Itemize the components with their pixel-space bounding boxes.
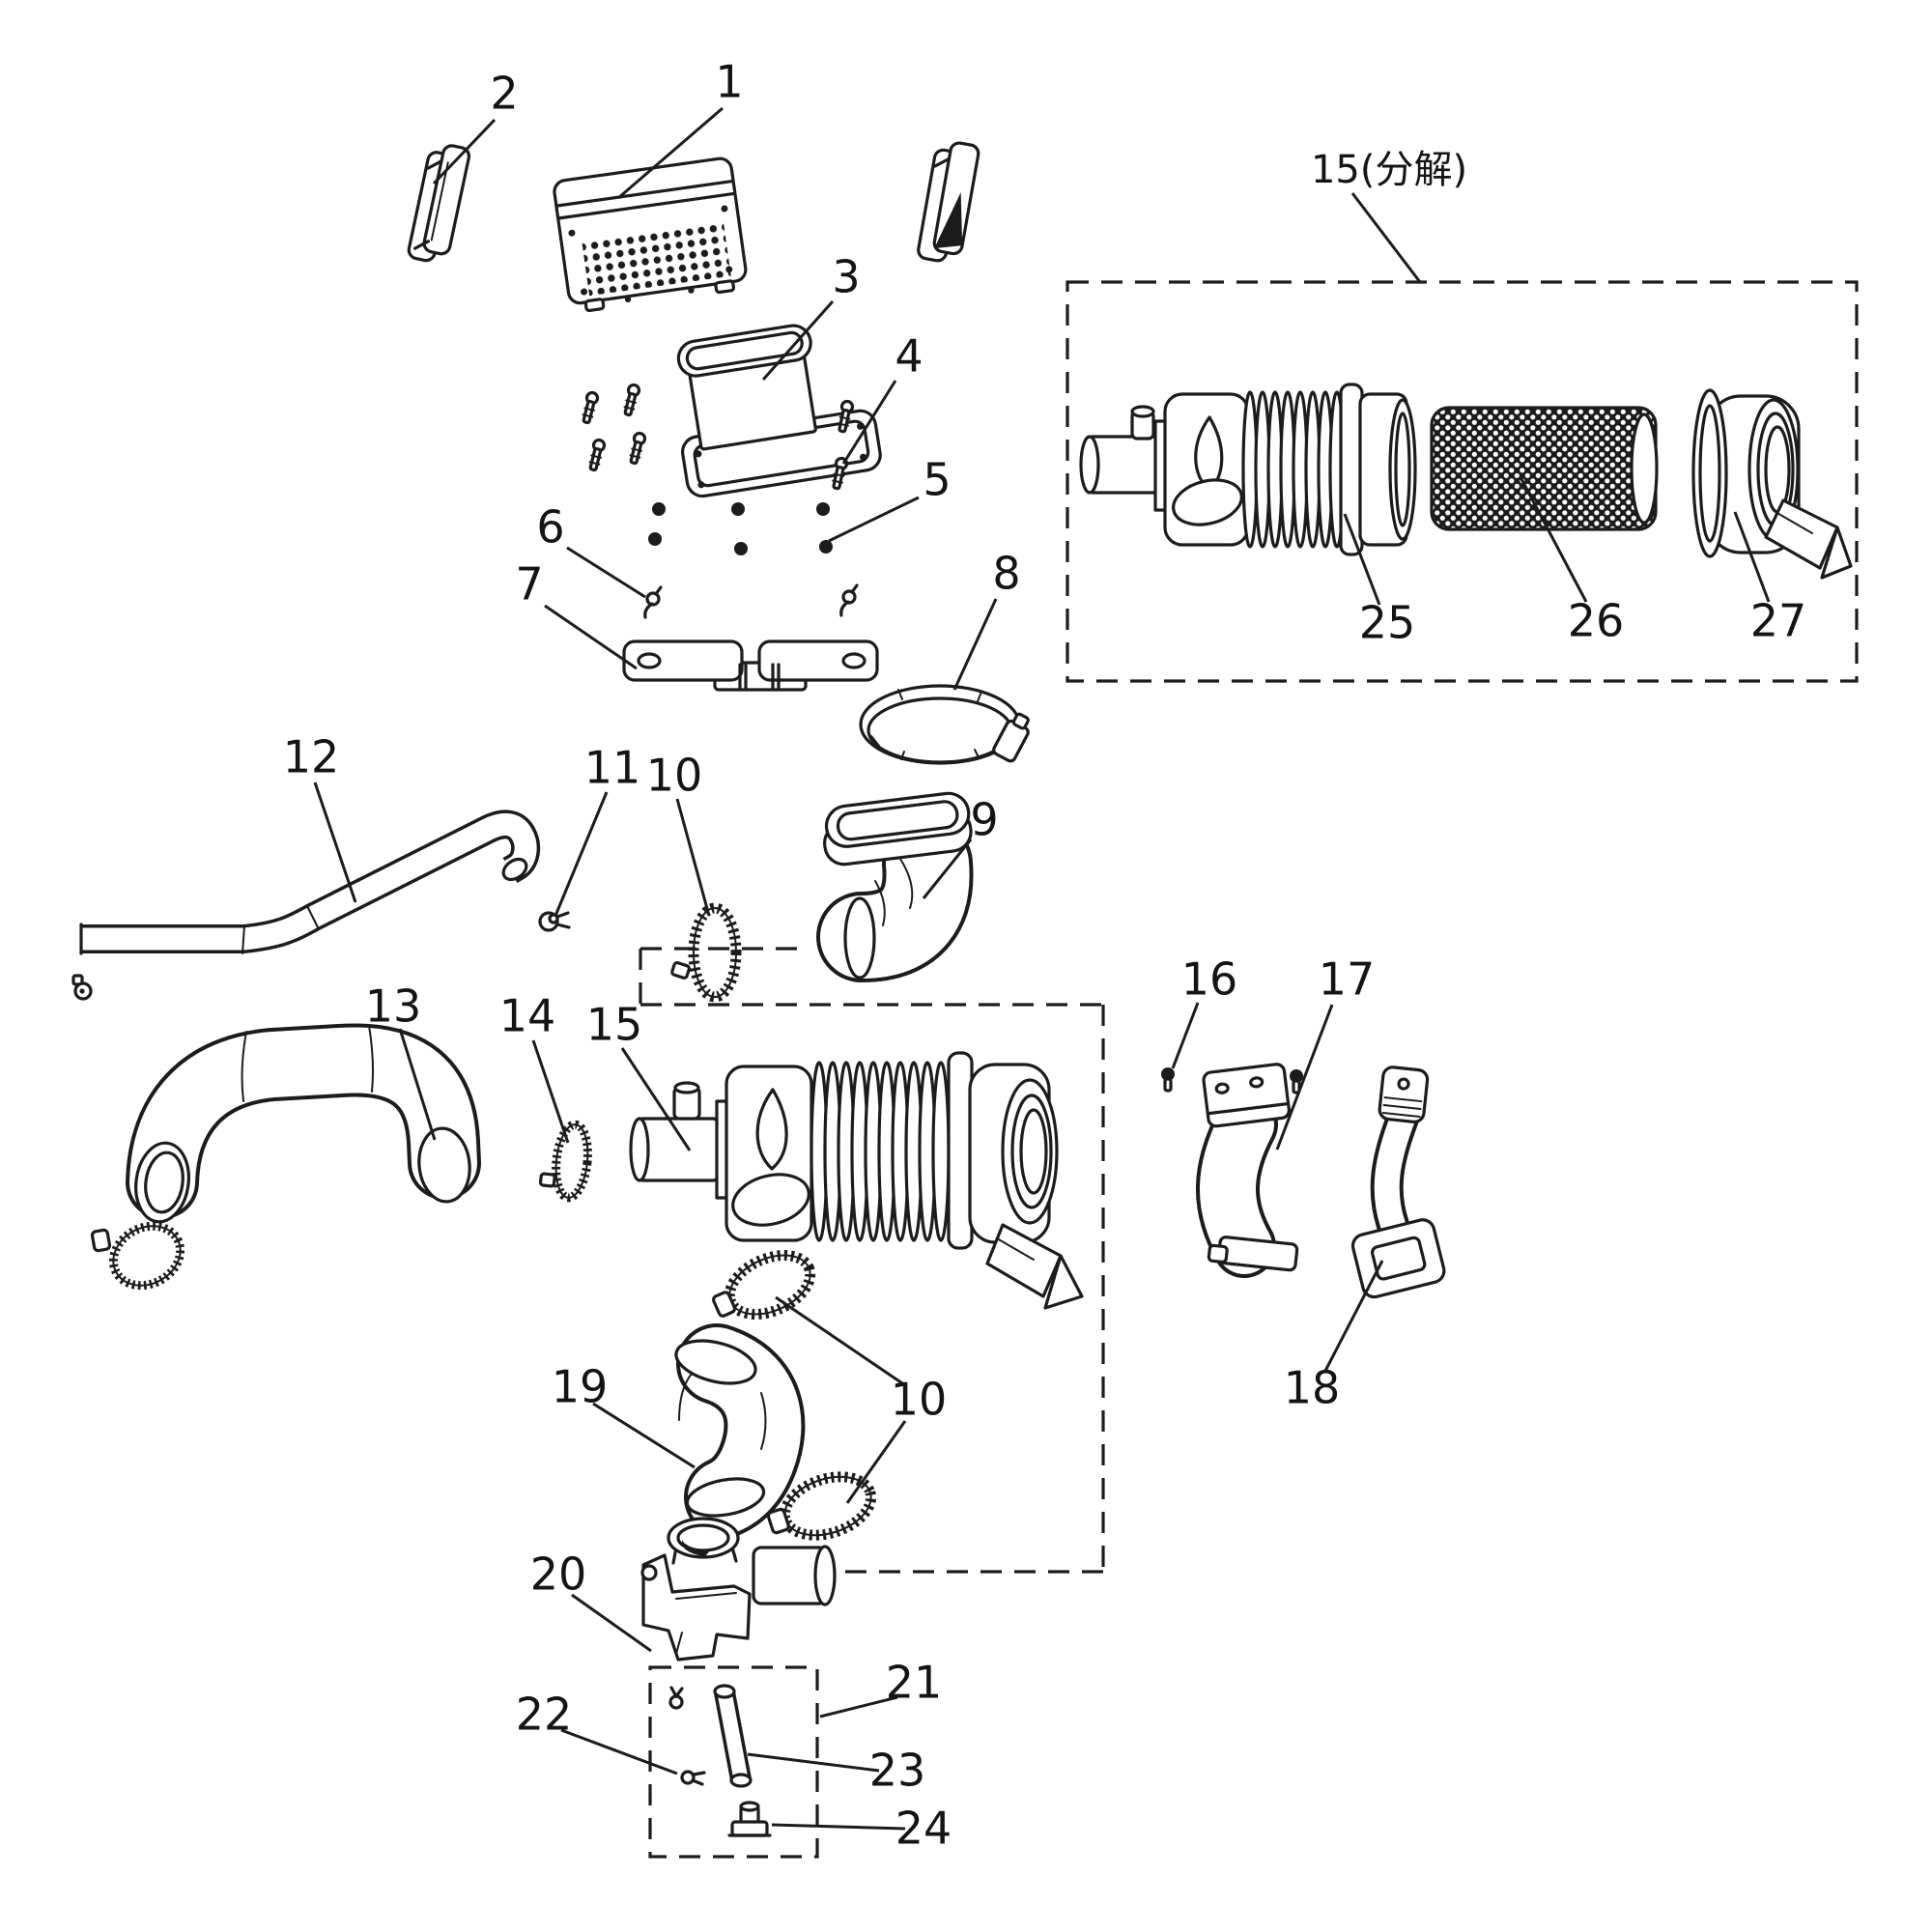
leader-line-4	[841, 380, 897, 465]
callout-label-15: 15	[586, 999, 643, 1051]
leader-line-14	[531, 1039, 570, 1144]
dashed-box-exploded-15	[1065, 280, 1859, 683]
part-6-screws	[643, 583, 859, 619]
part-27-end-cap	[1691, 388, 1853, 580]
part-9-elbow-duct	[816, 791, 974, 982]
part-26-filter-element	[1430, 406, 1659, 531]
leader-line-10	[775, 1295, 906, 1387]
exploded-note-label: 15(分解)	[1311, 148, 1467, 192]
callout-label-17: 17	[1319, 953, 1376, 1006]
leader-line-2	[432, 118, 497, 185]
part-10-hose-clamps	[670, 902, 877, 1541]
hose-clamp-13	[90, 1221, 185, 1291]
part-20-intake-elbow	[640, 1517, 837, 1662]
callout-label-25: 25	[1359, 597, 1416, 649]
callout-label-24: 24	[895, 1803, 952, 1855]
leader-line-18	[1322, 1260, 1384, 1374]
leader-line-1	[617, 106, 724, 200]
leader-line-27	[1733, 511, 1771, 603]
leader-line-10	[675, 798, 711, 917]
callout-label-10: 10	[891, 1374, 948, 1426]
part-5-nuts	[648, 502, 833, 555]
part-12-breather-pipe	[79, 810, 541, 955]
part-15-air-filter-assembly	[629, 1051, 1084, 1310]
part-19-connector-hose	[674, 1323, 806, 1538]
callout-label-26: 26	[1568, 595, 1625, 647]
leader-line-12	[313, 781, 357, 903]
clamp-10-a	[670, 902, 742, 1003]
part-23-drain-tube	[713, 1684, 753, 1788]
part-4-bolts	[582, 383, 855, 491]
part-24-drain-plug	[727, 1801, 772, 1837]
leader-line-13	[398, 1028, 437, 1141]
callout-label-1: 1	[715, 56, 743, 108]
part-7-mounting-bracket	[622, 639, 879, 692]
callout-label-8: 8	[992, 548, 1020, 600]
leader-line-26	[1519, 476, 1588, 603]
leader-line-20	[571, 1593, 652, 1653]
part-17-support-bracket	[1196, 1063, 1299, 1278]
leader-line-19	[592, 1402, 696, 1469]
part-13-intake-hose	[126, 1023, 481, 1224]
part-2-filter-pad	[407, 144, 471, 263]
leader-line-8	[952, 598, 998, 691]
leader-line-16	[1171, 1002, 1200, 1069]
leader-line-24	[771, 1823, 906, 1831]
callout-label-18: 18	[1284, 1362, 1341, 1414]
callout-label-2: 2	[490, 68, 518, 120]
leader-line-17	[1275, 1004, 1334, 1151]
callout-label-16: 16	[1181, 953, 1238, 1006]
callout-label-3: 3	[832, 251, 860, 303]
part-22-clips	[668, 1686, 706, 1786]
leader-line-10	[845, 1420, 907, 1504]
callout-label-11: 11	[584, 742, 641, 794]
leader-line-22	[560, 1728, 678, 1776]
clamp-10-b	[711, 1250, 816, 1320]
part-18-support-strap	[1350, 1065, 1446, 1299]
callout-label-22: 22	[516, 1689, 573, 1741]
callout-label-27: 27	[1750, 595, 1807, 647]
clamp-10-c	[766, 1471, 877, 1541]
callout-label-23: 23	[869, 1745, 926, 1797]
leader-line-note	[1350, 192, 1422, 283]
leader-line-15	[620, 1047, 692, 1151]
leader-line-21	[819, 1695, 898, 1719]
callout-label-6: 6	[536, 501, 564, 554]
callout-label-4: 4	[895, 330, 923, 383]
part-11-clip	[538, 911, 571, 932]
callout-label-7: 7	[515, 558, 543, 611]
callout-label-10: 10	[646, 750, 703, 802]
leader-line-7	[544, 604, 638, 670]
callout-label-21: 21	[886, 1657, 943, 1709]
retainer-clip	[71, 974, 93, 1001]
leader-line-5	[828, 496, 920, 543]
leader-line-11	[554, 791, 609, 917]
part-8-hose-clamp-large	[859, 684, 1030, 765]
callout-label-14: 14	[499, 990, 556, 1042]
callout-label-9: 9	[970, 794, 998, 846]
callout-label-19: 19	[552, 1361, 609, 1413]
part-1-air-cleaner-cover	[553, 156, 748, 313]
leader-line-25	[1343, 513, 1381, 606]
part-2-filter-pad-right	[917, 141, 980, 263]
leader-line-3	[761, 300, 835, 381]
callout-label-13: 13	[365, 980, 422, 1033]
part-16-bolts	[1161, 1067, 1303, 1094]
part-3-intake-duct	[676, 324, 882, 498]
callout-label-5: 5	[923, 454, 951, 506]
leader-line-9	[922, 838, 973, 899]
leader-line-23	[747, 1752, 880, 1773]
part-25-filter-housing	[1079, 383, 1417, 556]
leader-line-6	[566, 546, 646, 599]
part-14-clamp	[538, 1120, 592, 1203]
callout-label-12: 12	[283, 731, 340, 783]
callout-label-20: 20	[530, 1548, 587, 1601]
